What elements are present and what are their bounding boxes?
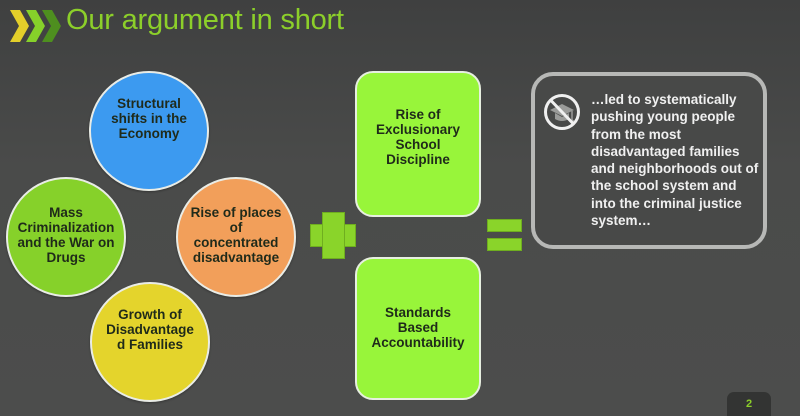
circle-label: Mass Criminalization and the War on Drug… [17, 205, 115, 265]
equals-icon-lower [487, 238, 522, 251]
circle-label: Rise of places of concentrated disadvant… [190, 205, 282, 265]
circle-mass-criminalization: Mass Criminalization and the War on Drug… [6, 177, 126, 297]
result-box [531, 72, 767, 249]
circle-concentrated-disadvantage: Rise of places of concentrated disadvant… [176, 177, 296, 297]
equals-icon [487, 219, 522, 232]
box-label: Rise of Exclusionary School Discipline [375, 107, 461, 167]
box-label: Standards Based Accountability [371, 305, 465, 350]
result-text: …led to systematically pushing young peo… [591, 92, 759, 229]
circle-label: Structural shifts in the Economy [111, 95, 187, 141]
page-number: 2 [727, 392, 771, 416]
no-graduation-cap-icon [544, 94, 580, 130]
circle-structural-shifts: Structural shifts in the Economy [89, 71, 209, 191]
chevrons-logo-icon [10, 10, 61, 42]
circle-disadvantaged-families: Growth of Disadvantage d Families [90, 282, 210, 402]
box-exclusionary-discipline: Rise of Exclusionary School Discipline [355, 71, 481, 217]
slide-title: Our argument in short [66, 4, 344, 36]
plus-icon-center [323, 225, 344, 246]
box-standards-accountability: Standards Based Accountability [355, 257, 481, 400]
circle-label: Growth of Disadvantage d Families [106, 306, 194, 352]
